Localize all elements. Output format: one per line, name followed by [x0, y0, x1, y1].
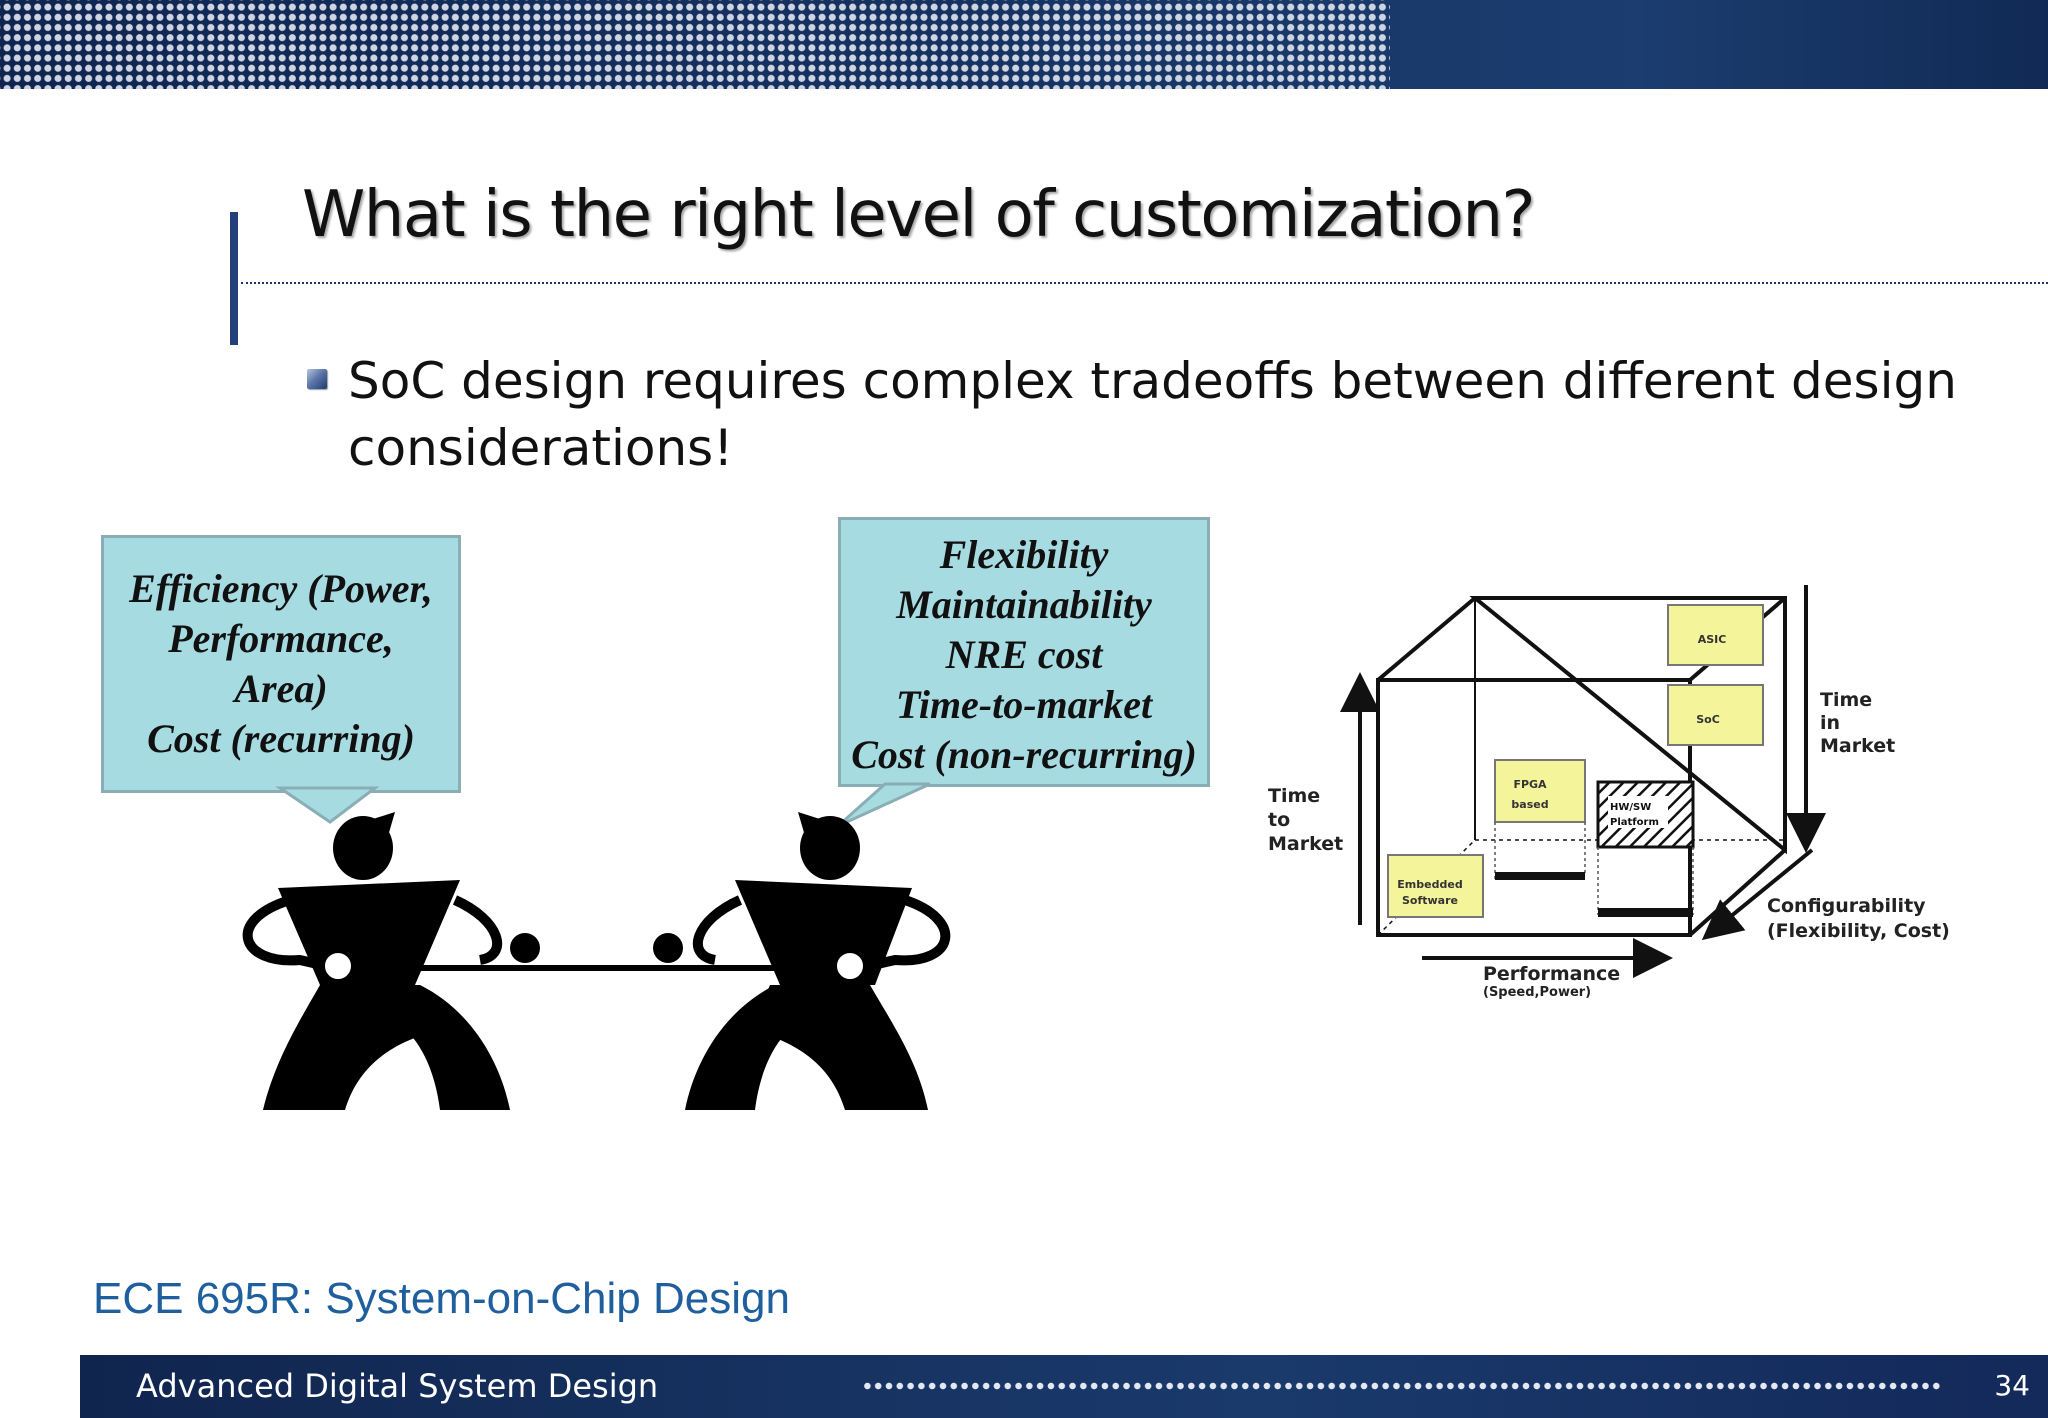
title-accent-bar — [230, 212, 238, 345]
footer-title: Advanced Digital System Design — [136, 1367, 659, 1405]
performance-label: Performance — [1483, 963, 1620, 985]
configurability-label: Configurability — [1767, 895, 1926, 917]
embedded-label: Embedded — [1397, 878, 1462, 891]
right-bubble-tail — [837, 782, 931, 828]
bullet-square-icon — [307, 369, 327, 389]
fpga-label: based — [1511, 798, 1548, 811]
bubble-line: Cost (recurring) — [147, 716, 415, 761]
rope-knot — [510, 933, 540, 963]
hwsw-label: Platform — [1610, 817, 1659, 828]
top-banner-dot-pattern — [0, 0, 1390, 89]
embedded-label: Software — [1402, 894, 1458, 907]
bubble-line: NRE cost — [945, 632, 1103, 677]
flexibility-speech-bubble: Flexibility Maintainability NRE cost Tim… — [838, 517, 1210, 787]
design-space-cube-diagram: ASIC SoC FPGA based HW/SW Platform Embed… — [1268, 585, 1950, 1000]
performance-sublabel: (Speed,Power) — [1483, 985, 1591, 1000]
hwsw-platform-box: HW/SW Platform — [1596, 780, 1695, 917]
fpga-box: FPGA based — [1494, 759, 1586, 880]
bullet-text: SoC design requires complex tradeoffs be… — [348, 352, 1957, 477]
course-label: ECE 695R: System-on-Chip Design — [93, 1274, 790, 1323]
bubble-line: Performance, — [168, 616, 394, 661]
fpga-label: FPGA — [1513, 778, 1547, 791]
bubble-line: Cost (non-recurring) — [851, 732, 1197, 777]
asic-label: ASIC — [1698, 633, 1727, 646]
bottom-banner: Advanced Digital System Design 34 — [80, 1355, 2048, 1418]
time-to-market-label: Market — [1268, 833, 1343, 855]
time-in-market-label: Time — [1820, 689, 1872, 711]
rope-knot — [653, 933, 683, 963]
hwsw-label: HW/SW — [1610, 802, 1651, 813]
tug-of-war-illustration — [242, 782, 951, 1110]
time-to-market-label: Time — [1268, 785, 1320, 807]
left-figure — [242, 812, 510, 1110]
right-figure — [685, 812, 951, 1110]
asic-box: ASIC — [1667, 604, 1764, 666]
soc-label: SoC — [1696, 713, 1720, 726]
title-divider — [241, 282, 2048, 284]
soc-box: SoC — [1667, 684, 1764, 746]
bubble-line: Time-to-market — [895, 682, 1153, 727]
bubble-line: Flexibility — [939, 532, 1109, 577]
embedded-software-box: Embedded Software — [1387, 854, 1484, 918]
slide-title: What is the right level of customization… — [302, 178, 1535, 252]
bubble-line: Efficiency (Power, — [129, 566, 433, 611]
footer-dot-pattern — [862, 1382, 1942, 1390]
bubble-line: Area) — [234, 666, 328, 711]
page-number: 34 — [1994, 1369, 2030, 1402]
bubble-line: Maintainability — [896, 582, 1152, 627]
configurability-arrow — [1701, 848, 1814, 941]
time-in-market-label: in — [1820, 712, 1840, 734]
left-bubble-tail — [275, 786, 380, 824]
configurability-label: (Flexibility, Cost) — [1767, 920, 1950, 942]
efficiency-speech-bubble: Efficiency (Power, Performance, Area) Co… — [101, 535, 461, 793]
time-to-market-label: to — [1268, 809, 1290, 831]
time-in-market-label: Market — [1820, 735, 1895, 757]
top-banner — [0, 0, 2048, 89]
